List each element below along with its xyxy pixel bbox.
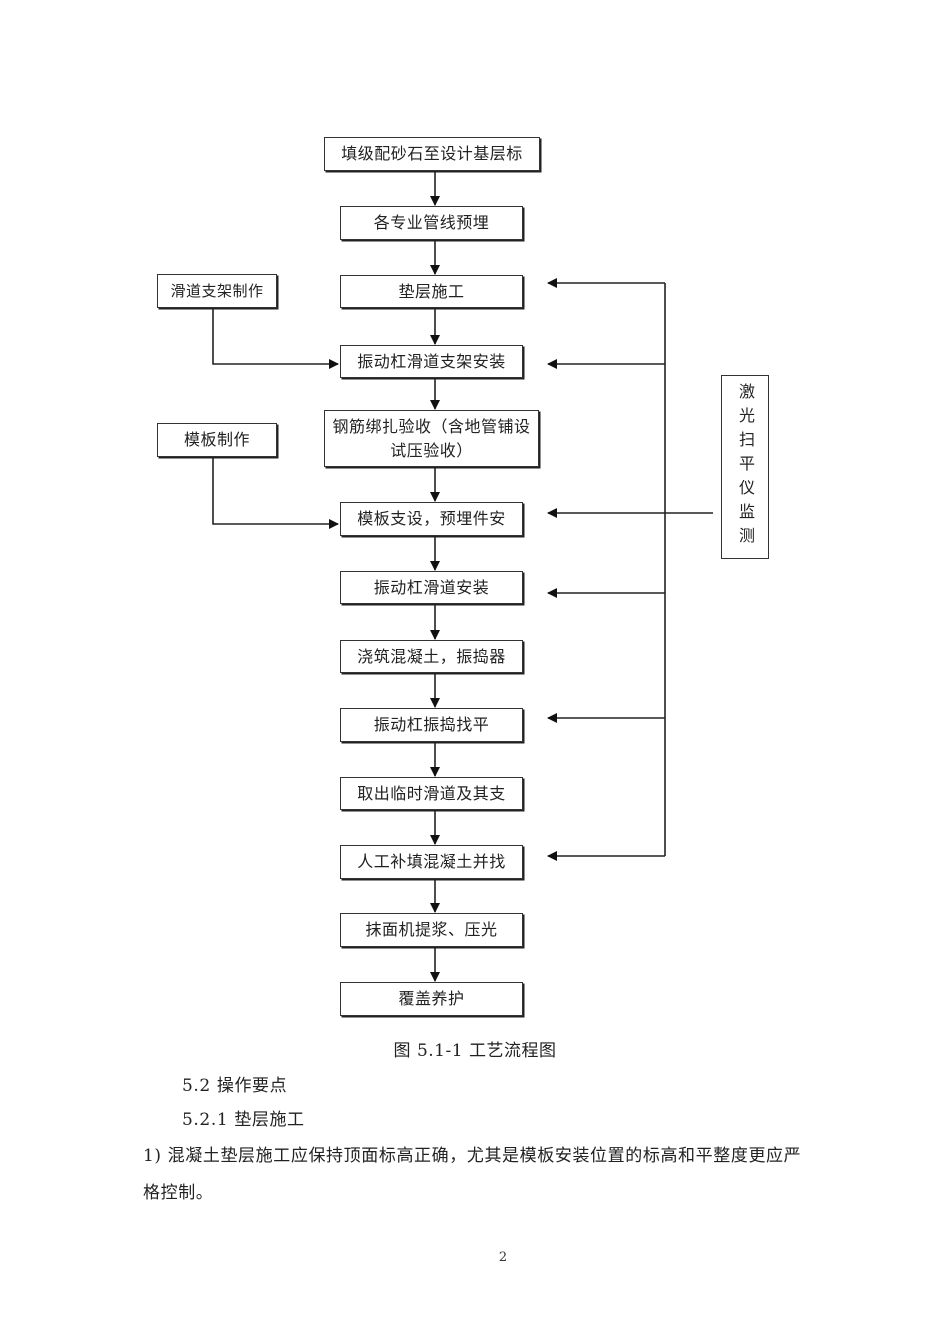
- side-step-label: 模板制作: [183, 430, 250, 449]
- flow-step: 振动杠振捣找平: [340, 708, 523, 742]
- figure-caption: 图 5.1-1 工艺流程图: [393, 1041, 557, 1061]
- section-heading: 5.2 操作要点: [182, 1076, 288, 1096]
- arrow-slide-support-feed: [212, 309, 339, 369]
- flow-step: 取出临时滑道及其支: [340, 777, 523, 810]
- flow-step-label: 振动杠振捣找平: [373, 715, 490, 734]
- flow-step-label: 取出临时滑道及其支: [357, 783, 506, 803]
- flow-step-label: 垫层施工: [398, 281, 465, 301]
- flow-step: 覆盖养护: [340, 982, 523, 1016]
- subsection-heading: 5.2.1 垫层施工: [182, 1110, 305, 1130]
- flow-step: 振动杠滑道支架安装: [340, 345, 523, 378]
- laser-monitor-label: 激光扫平仪监测: [736, 383, 755, 551]
- flow-step: 浇筑混凝土，振捣器: [340, 640, 523, 673]
- flow-step: 抹面机提浆、压光: [340, 913, 523, 947]
- flow-step: 模板支设，预埋件安: [340, 502, 523, 536]
- flow-step: 填级配砂石至设计基层标: [324, 137, 540, 171]
- flow-step-label: 各专业管线预埋: [373, 213, 490, 232]
- body-paragraph-line: 格控制。: [143, 1183, 214, 1203]
- flow-step-label: 钢筋绑扎验收（含地管铺设试压验收）: [332, 416, 531, 460]
- flow-step-label: 浇筑混凝土，振捣器: [357, 646, 506, 666]
- flow-step: 各专业管线预埋: [340, 206, 523, 240]
- flow-step-label: 振动杠滑道支架安装: [357, 351, 506, 371]
- page-number: 2: [498, 1250, 508, 1265]
- arrow-formwork-feed: [212, 458, 339, 529]
- flow-step-label: 振动杠滑道安装: [373, 577, 490, 597]
- flow-step: 人工补填混凝土并找: [340, 845, 523, 879]
- side-step-formwork: 模板制作: [157, 423, 277, 457]
- flow-step: 垫层施工: [340, 275, 523, 308]
- side-step-slide-support: 滑道支架制作: [157, 274, 277, 308]
- laser-monitor-box: 激光扫平仪监测: [721, 375, 769, 559]
- flow-step-label: 模板支设，预埋件安: [357, 509, 506, 528]
- flow-step-label: 覆盖养护: [398, 989, 465, 1008]
- flow-step-label: 抹面机提浆、压光: [365, 920, 498, 939]
- flow-step-label: 人工补填混凝土并找: [357, 852, 506, 871]
- flow-step: 钢筋绑扎验收（含地管铺设试压验收）: [324, 410, 539, 467]
- flow-step-label: 填级配砂石至设计基层标: [341, 144, 523, 163]
- side-step-label: 滑道支架制作: [170, 282, 264, 300]
- body-paragraph-line: 1) 混凝土垫层施工应保持顶面标高正确，尤其是模板安装位置的标高和平整度更应严: [143, 1146, 802, 1166]
- flow-step: 振动杠滑道安装: [340, 571, 523, 604]
